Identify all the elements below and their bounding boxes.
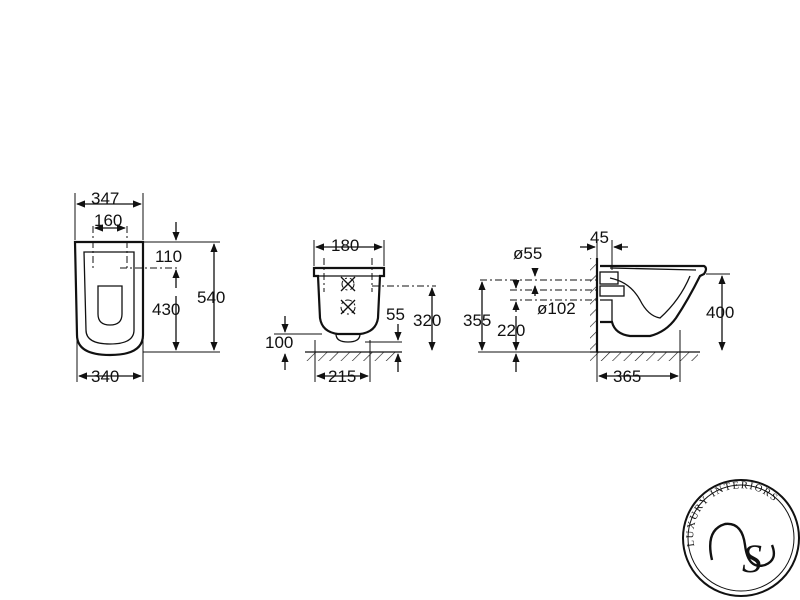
side-view-bowl-outline: [600, 264, 708, 338]
dim-floor-gap: 100: [265, 333, 293, 352]
dim-inlet-height-diff: 55: [386, 305, 405, 324]
dim-fixing-to-front: 430: [152, 300, 180, 319]
logo-monogram-swash: [708, 522, 776, 567]
dim-outlet-height: 320: [413, 311, 441, 330]
dim-fixing-spacing: 160: [94, 211, 122, 230]
dim-outlet-diameter: ø102: [537, 299, 576, 318]
dim-fixing-offset: 110: [155, 247, 182, 266]
dim-projection: 365: [613, 367, 641, 386]
dim-inlet-diameter: ø55: [513, 244, 542, 263]
dim-fixing-width: 180: [331, 236, 359, 255]
top-view-seat-opening: [83, 251, 135, 345]
dim-outlet-center-height: 220: [497, 321, 525, 340]
top-view: 347 160 110 430 540 340: [73, 189, 225, 386]
dim-base-width: 215: [328, 367, 356, 386]
dim-overall-width: 347: [91, 189, 119, 208]
top-view-bowl-outline: [73, 240, 145, 357]
dim-inlet-height: 355: [463, 311, 491, 330]
dim-wall-offset: 45: [590, 228, 609, 247]
dim-bottom-width: 340: [91, 367, 119, 386]
luxury-interiors-logo: LUXURY INTERIORS S: [682, 479, 800, 597]
front-view: 180 55 320 100 215: [265, 236, 441, 386]
dim-rim-height: 400: [706, 303, 734, 322]
side-view: 45 ø55 ø102 355 220 400 365: [463, 228, 734, 386]
dim-overall-length: 540: [197, 288, 225, 307]
logo-monogram: S: [742, 536, 762, 581]
top-view-hole: [97, 285, 123, 326]
